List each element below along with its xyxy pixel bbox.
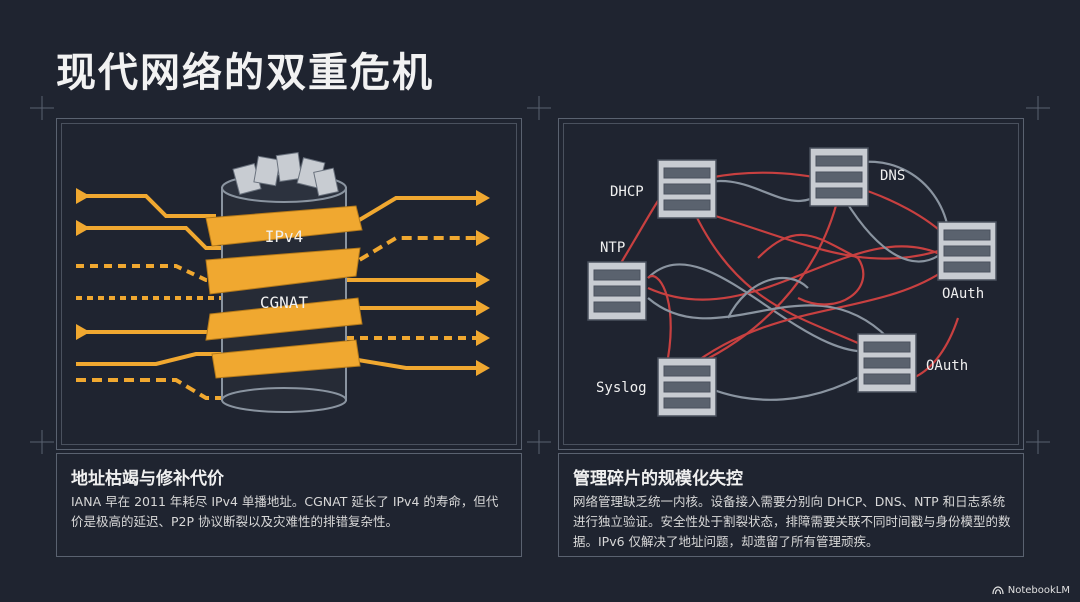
right-caption-title: 管理碎片的规模化失控 (573, 469, 743, 489)
ipv4-cgnat-illustration: IPv4 CGNAT (76, 152, 490, 413)
left-caption-title: 地址枯竭与修补代价 (71, 469, 224, 489)
right-caption-box: 管理碎片的规模化失控 网络管理缺乏统一内核。设备接入需要分别向 DHCP、DNS… (558, 453, 1024, 557)
left-caption-box: 地址枯竭与修补代价 IANA 早在 2011 年耗尽 IPv4 单播地址。CGN… (56, 453, 522, 557)
crosshair-mark (1026, 96, 1050, 120)
crosshair-mark (30, 430, 54, 454)
server-label-syslog: Syslog (596, 380, 647, 396)
server-label-ntp: NTP (600, 240, 625, 256)
crosshair-mark (527, 96, 551, 120)
page-title: 现代网络的双重危机 (56, 50, 434, 96)
server-label-oauth-1: OAuth (942, 286, 984, 302)
ipv4-label: IPv4 (265, 227, 304, 246)
server-label-oauth-2: OAuth (926, 358, 968, 374)
left-illustration-frame (56, 118, 522, 450)
cgnat-label: CGNAT (260, 293, 309, 312)
crosshair-mark (527, 430, 551, 454)
server-label-dhcp: DHCP (610, 184, 644, 200)
brand-watermark: NotebookLM (992, 585, 1070, 596)
right-caption-text: 网络管理缺乏统一内核。设备接入需要分别向 DHCP、DNS、NTP 和日志系统进… (573, 494, 1011, 549)
left-caption-text: IANA 早在 2011 年耗尽 IPv4 单播地址。CGNAT 延长了 IPv… (71, 494, 499, 529)
notebooklm-logo-icon (992, 586, 1004, 595)
crosshair-mark (1026, 430, 1050, 454)
brand-name: NotebookLM (1007, 585, 1070, 596)
management-fragmentation-illustration: DHCP DNS NTP OAuth OAuth Syslog (587, 147, 997, 417)
right-illustration-frame (558, 118, 1024, 450)
server-label-dns: DNS (880, 168, 905, 184)
crosshair-mark (30, 96, 54, 120)
